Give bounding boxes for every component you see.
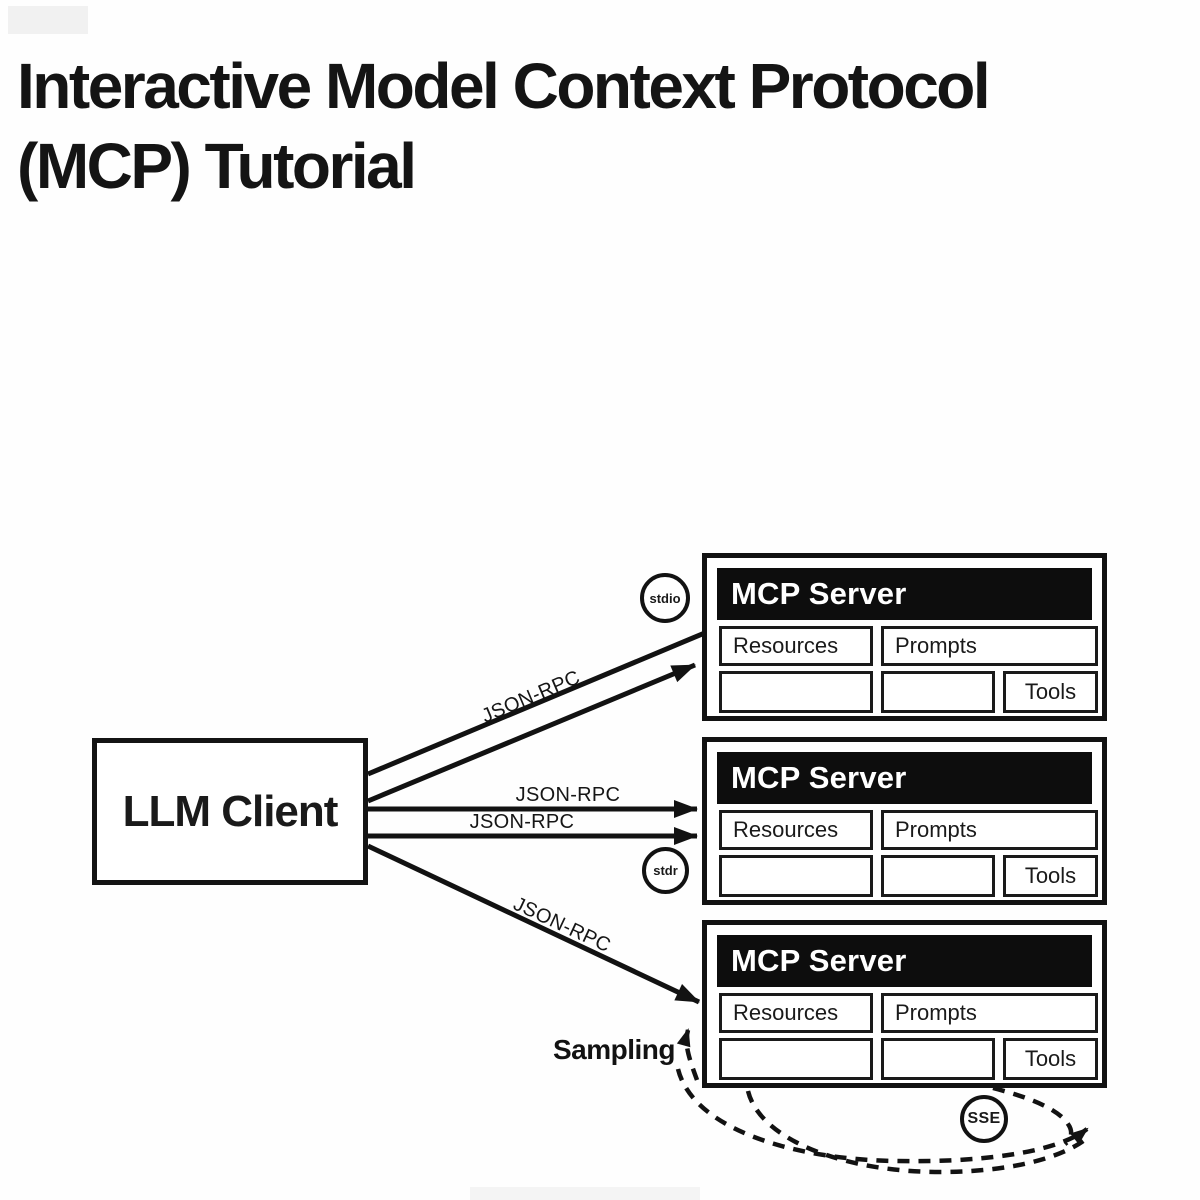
mcp-server-box-2: MCP Server Resources Prompts Tools (702, 737, 1107, 905)
llm-client-box: LLM Client (92, 738, 368, 885)
page-title-line1: Interactive Model Context Protocol (17, 50, 991, 122)
sse-loop-outer (675, 1068, 1089, 1164)
server-2-empty-cell (881, 855, 995, 897)
rpc-label-server2-upper: JSON-RPC (515, 784, 621, 806)
server-1-tools-cell: Tools (1003, 671, 1098, 713)
server-3-empty-cell (719, 1038, 873, 1080)
mcp-server-2-title: MCP Server (717, 752, 1092, 804)
scan-artifact (470, 1187, 700, 1200)
server-1-resources-cell: Resources (719, 626, 873, 666)
stdio-transport-badge: stdio (640, 573, 690, 623)
server-3-prompts-cell: Prompts (881, 993, 1098, 1033)
mcp-server-box-3: MCP Server Resources Prompts Tools (702, 920, 1107, 1088)
sse-transport-badge: SSE (960, 1095, 1008, 1143)
scan-artifact (8, 6, 88, 34)
sampling-dashed-arrow (676, 1028, 700, 1081)
sse-loop-right-strand (992, 1085, 1074, 1146)
mcp-server-1-title: MCP Server (717, 568, 1092, 620)
page-title-line2: (MCP) Tutorial (17, 130, 417, 202)
server-2-prompts-cell: Prompts (881, 810, 1098, 850)
sampling-label: Sampling (553, 1034, 676, 1065)
server-1-empty-cell (881, 671, 995, 713)
mcp-server-box-1: MCP Server Resources Prompts Tools (702, 553, 1107, 721)
arrow-client-to-server1-upper (367, 629, 708, 777)
page-title: Interactive Model Context Protocol (MCP)… (17, 46, 1182, 206)
sse-loop-inner (745, 1090, 1088, 1175)
json-rpc-arrows (366, 629, 708, 1005)
server-2-empty-cell (719, 855, 873, 897)
stdr-transport-badge: stdr (642, 847, 689, 894)
arrow-client-to-server3 (366, 843, 701, 1005)
mcp-server-3-title: MCP Server (717, 935, 1092, 987)
arrow-client-to-server1-lower (367, 662, 696, 804)
server-3-resources-cell: Resources (719, 993, 873, 1033)
server-3-tools-cell: Tools (1003, 1038, 1098, 1080)
llm-client-label: LLM Client (122, 786, 339, 836)
server-3-empty-cell (881, 1038, 995, 1080)
sse-sampling-loop (675, 1028, 1089, 1175)
rpc-label-server2-lower: JSON-RPC (469, 811, 575, 833)
server-1-prompts-cell: Prompts (881, 626, 1098, 666)
server-2-tools-cell: Tools (1003, 855, 1098, 897)
server-2-resources-cell: Resources (719, 810, 873, 850)
server-1-empty-cell (719, 671, 873, 713)
